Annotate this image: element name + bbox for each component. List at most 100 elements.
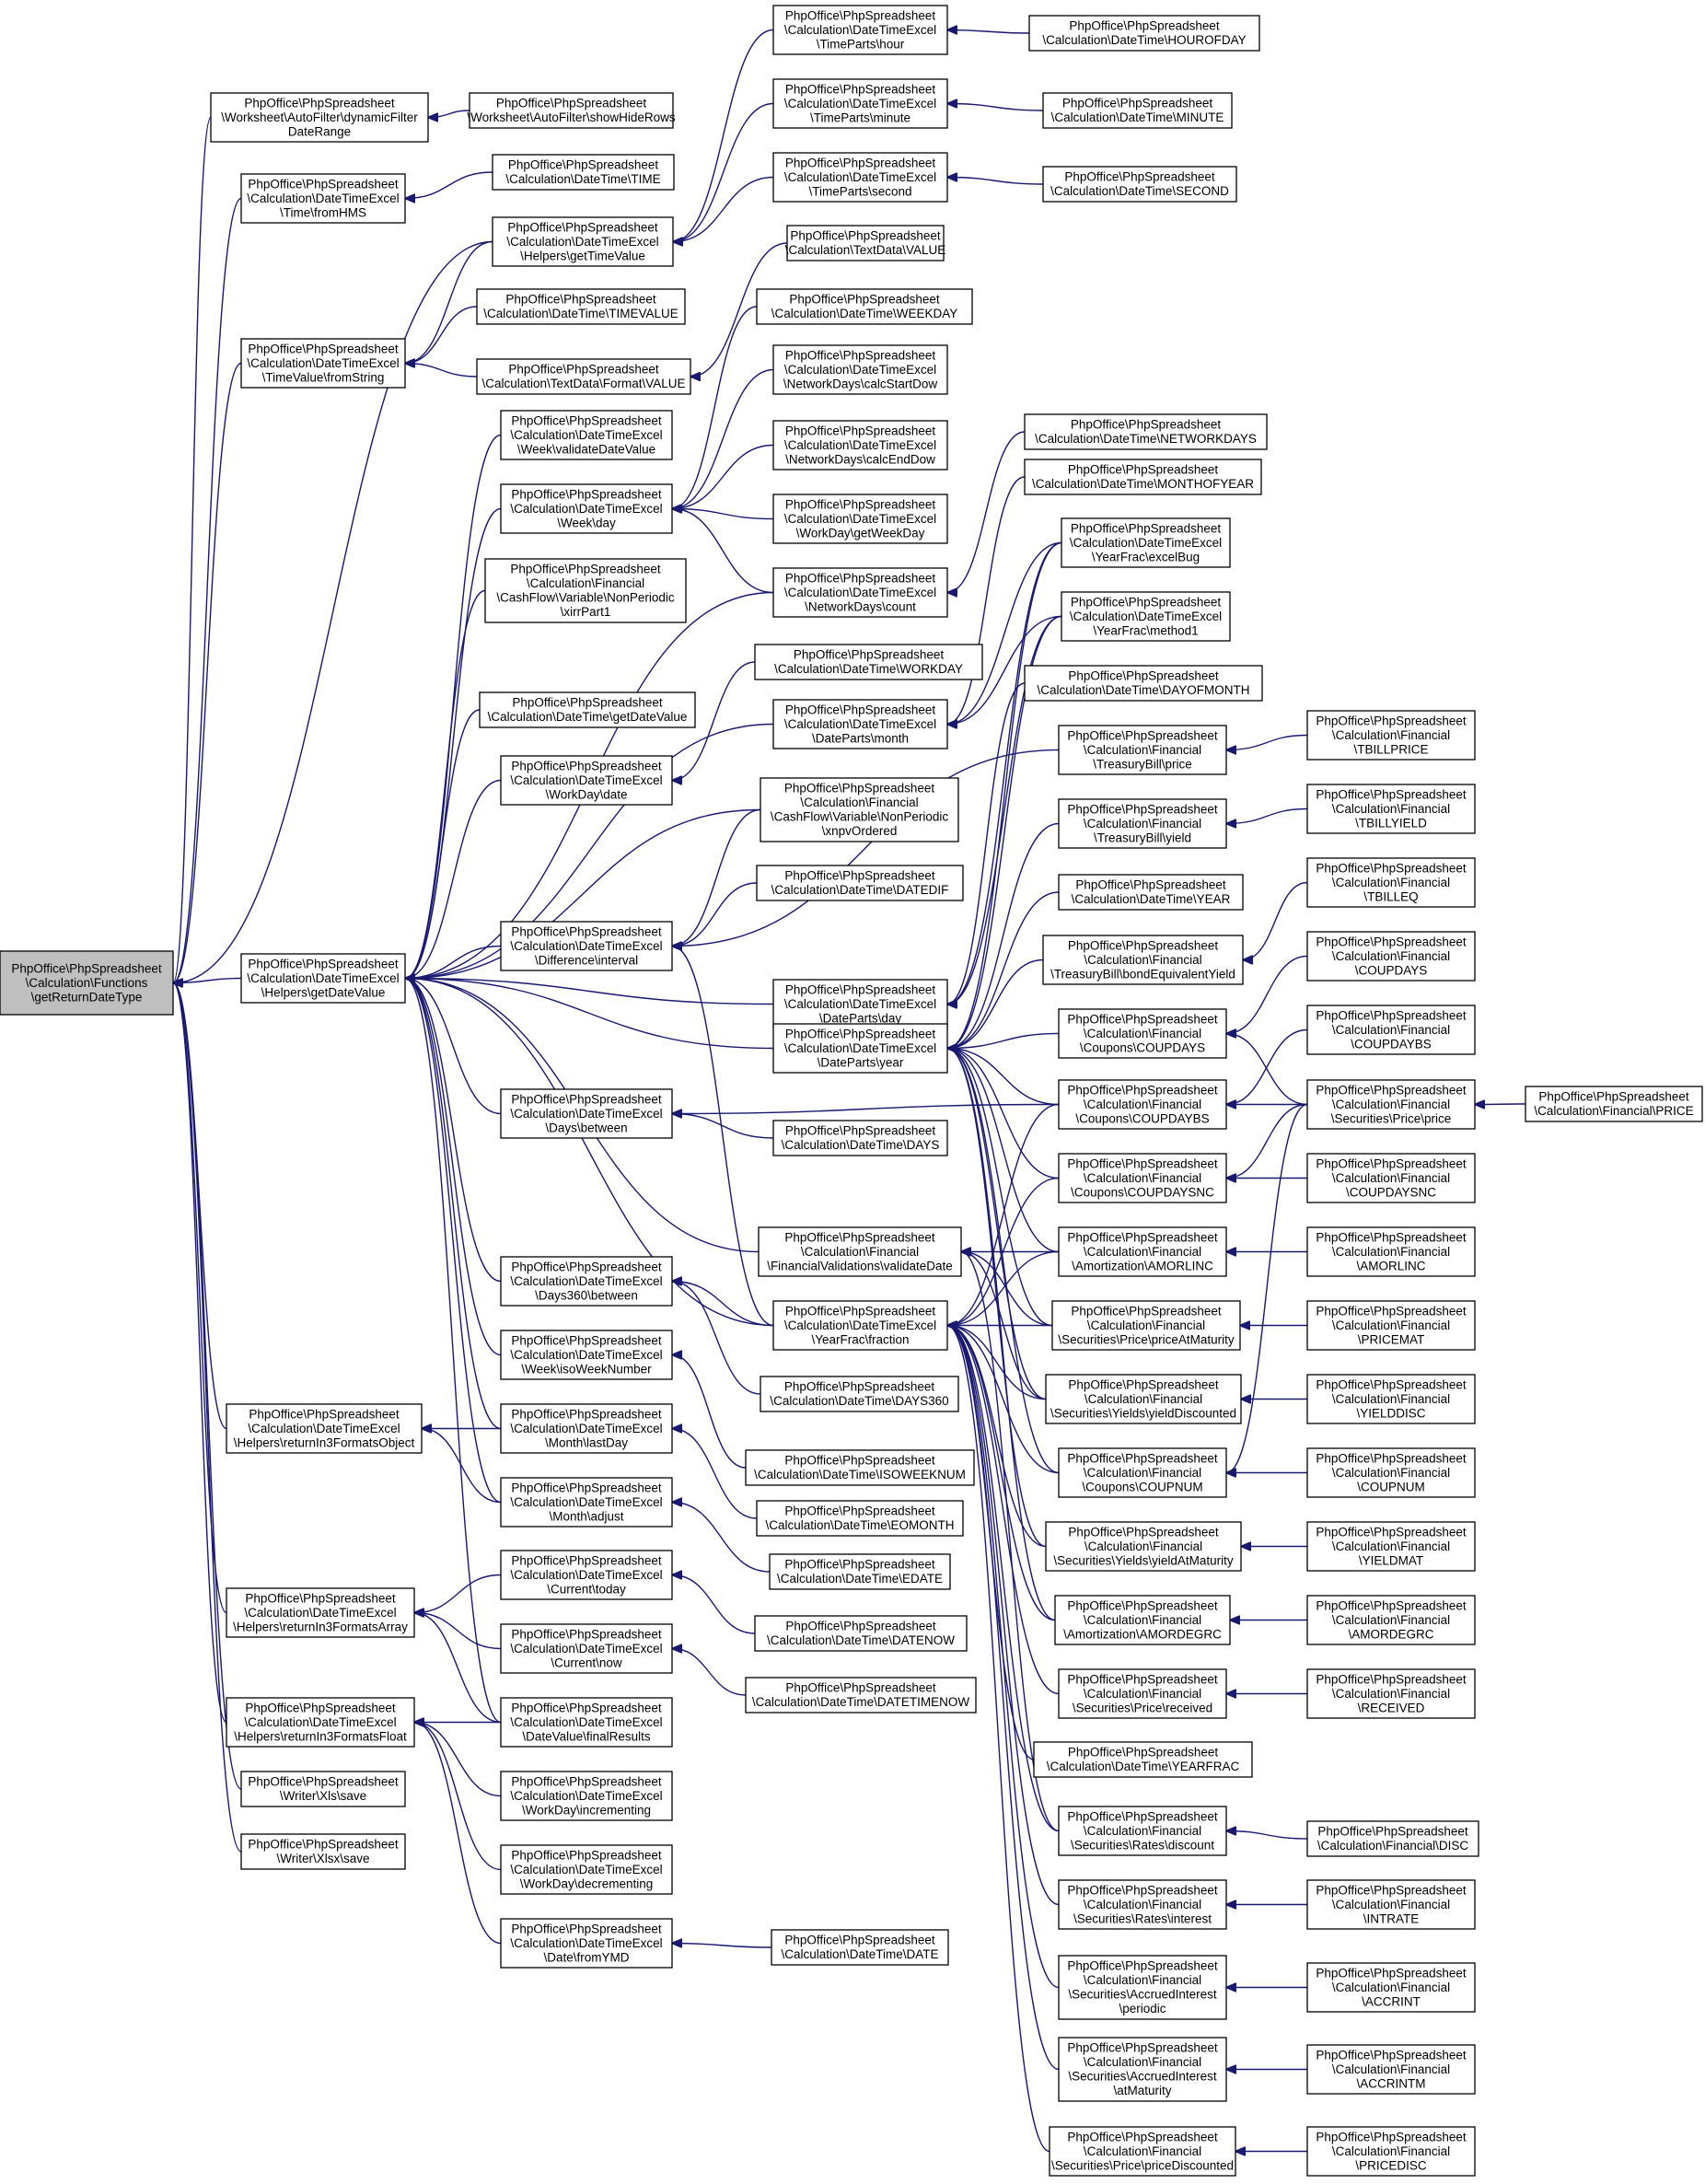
node-dayofmonth[interactable]: PhpOffice\PhpSpreadsheet\Calculation\Dat… [1024, 665, 1263, 702]
node-timevalue[interactable]: PhpOffice\PhpSpreadsheet\Calculation\Dat… [476, 288, 686, 325]
node-isoweeknum[interactable]: PhpOffice\PhpSpreadsheet\Calculation\Dat… [745, 1449, 975, 1486]
node-root[interactable]: PhpOffice\PhpSpreadsheet\Calculation\Fun… [0, 950, 174, 1016]
node-tbillyield[interactable]: PhpOffice\PhpSpreadsheet\Calculation\Fin… [1306, 784, 1476, 834]
node-eomonth[interactable]: PhpOffice\PhpSpreadsheet\Calculation\Dat… [756, 1500, 964, 1537]
node-sp-priceatmat[interactable]: PhpOffice\PhpSpreadsheet\Calculation\Fin… [1051, 1300, 1241, 1351]
node-amordegrc[interactable]: PhpOffice\PhpSpreadsheet\Calculation\Fin… [1306, 1595, 1476, 1645]
node-tbilleq[interactable]: PhpOffice\PhpSpreadsheet\Calculation\Fin… [1306, 857, 1476, 908]
node-showhide[interactable]: PhpOffice\PhpSpreadsheet\Worksheet\AutoF… [467, 92, 676, 129]
node-ret-float[interactable]: PhpOffice\PhpSpreadsheet\Calculation\Dat… [226, 1697, 415, 1748]
node-accrint[interactable]: PhpOffice\PhpSpreadsheet\Calculation\Fin… [1306, 1962, 1476, 2013]
node-datedif[interactable]: PhpOffice\PhpSpreadsheet\Calculation\Dat… [756, 865, 964, 901]
node-days-between[interactable]: PhpOffice\PhpSpreadsheet\Calculation\Dat… [500, 1088, 673, 1139]
node-nd-calcend[interactable]: PhpOffice\PhpSpreadsheet\Calculation\Dat… [772, 420, 948, 470]
node-datenow[interactable]: PhpOffice\PhpSpreadsheet\Calculation\Dat… [754, 1615, 968, 1652]
node-networkdays[interactable]: PhpOffice\PhpSpreadsheet\Calculation\Dat… [1024, 413, 1268, 450]
node-m-lastday[interactable]: PhpOffice\PhpSpreadsheet\Calculation\Dat… [500, 1403, 673, 1454]
node-d360-between[interactable]: PhpOffice\PhpSpreadsheet\Calculation\Dat… [500, 1256, 673, 1307]
node-tp-second[interactable]: PhpOffice\PhpSpreadsheet\Calculation\Dat… [772, 152, 948, 203]
node-nd-calcstart[interactable]: PhpOffice\PhpSpreadsheet\Calculation\Dat… [772, 344, 948, 395]
node-tp-minute[interactable]: PhpOffice\PhpSpreadsheet\Calculation\Dat… [772, 78, 948, 129]
node-cur-today[interactable]: PhpOffice\PhpSpreadsheet\Calculation\Dat… [500, 1550, 673, 1600]
node-workday[interactable]: PhpOffice\PhpSpreadsheet\Calculation\Dat… [754, 644, 983, 680]
node-coupdays[interactable]: PhpOffice\PhpSpreadsheet\Calculation\Fin… [1306, 931, 1476, 982]
node-received[interactable]: PhpOffice\PhpSpreadsheet\Calculation\Fin… [1306, 1668, 1476, 1719]
node-cp-coupdays[interactable]: PhpOffice\PhpSpreadsheet\Calculation\Fin… [1058, 1008, 1227, 1059]
node-dp-month[interactable]: PhpOffice\PhpSpreadsheet\Calculation\Dat… [772, 699, 948, 749]
node-coupnum[interactable]: PhpOffice\PhpSpreadsheet\Calculation\Fin… [1306, 1447, 1476, 1498]
node-ret-object[interactable]: PhpOffice\PhpSpreadsheet\Calculation\Dat… [226, 1403, 423, 1454]
node-fromhms[interactable]: PhpOffice\PhpSpreadsheet\Calculation\Dat… [240, 173, 406, 224]
node-tb-yield[interactable]: PhpOffice\PhpSpreadsheet\Calculation\Fin… [1058, 798, 1227, 849]
node-tb-bondeq[interactable]: PhpOffice\PhpSpreadsheet\Calculation\Fin… [1042, 935, 1244, 985]
node-time[interactable]: PhpOffice\PhpSpreadsheet\Calculation\Dat… [492, 154, 675, 191]
node-yearfrac[interactable]: PhpOffice\PhpSpreadsheet\Calculation\Dat… [1033, 1741, 1253, 1778]
node-am-amordegrc[interactable]: PhpOffice\PhpSpreadsheet\Calculation\Fin… [1054, 1595, 1231, 1645]
node-date[interactable]: PhpOffice\PhpSpreadsheet\Calculation\Dat… [771, 1929, 949, 1966]
node-fv-validatedate[interactable]: PhpOffice\PhpSpreadsheet\Calculation\Fin… [758, 1226, 962, 1277]
node-dp-year[interactable]: PhpOffice\PhpSpreadsheet\Calculation\Dat… [772, 1023, 948, 1074]
node-am-amorlinc[interactable]: PhpOffice\PhpSpreadsheet\Calculation\Fin… [1058, 1226, 1227, 1277]
node-gettimevalue[interactable]: PhpOffice\PhpSpreadsheet\Calculation\Dat… [492, 216, 674, 267]
node-hourofday[interactable]: PhpOffice\PhpSpreadsheet\Calculation\Dat… [1028, 15, 1260, 52]
node-yf-fraction[interactable]: PhpOffice\PhpSpreadsheet\Calculation\Dat… [772, 1300, 948, 1351]
node-edate[interactable]: PhpOffice\PhpSpreadsheet\Calculation\Dat… [769, 1553, 951, 1590]
node-tb-price[interactable]: PhpOffice\PhpSpreadsheet\Calculation\Fin… [1058, 725, 1227, 775]
node-datetimenow[interactable]: PhpOffice\PhpSpreadsheet\Calculation\Dat… [745, 1677, 977, 1714]
node-wk-validate[interactable]: PhpOffice\PhpSpreadsheet\Calculation\Dat… [500, 410, 673, 460]
node-cp-coupdaysnc[interactable]: PhpOffice\PhpSpreadsheet\Calculation\Fin… [1058, 1153, 1227, 1203]
node-yieldmat[interactable]: PhpOffice\PhpSpreadsheet\Calculation\Fin… [1306, 1521, 1476, 1572]
node-dp-day[interactable]: PhpOffice\PhpSpreadsheet\Calculation\Dat… [772, 979, 948, 1029]
node-getdatevalue[interactable]: PhpOffice\PhpSpreadsheet\Calculation\Dat… [240, 953, 406, 1004]
node-sp-received[interactable]: PhpOffice\PhpSpreadsheet\Calculation\Fin… [1058, 1668, 1227, 1719]
node-sy-yielddisc[interactable]: PhpOffice\PhpSpreadsheet\Calculation\Fin… [1045, 1374, 1242, 1424]
node-xlsx-save[interactable]: PhpOffice\PhpSpreadsheet\Writer\Xlsx\sav… [240, 1833, 406, 1870]
node-dt-getdatevalue[interactable]: PhpOffice\PhpSpreadsheet\Calculation\Dat… [479, 691, 696, 728]
node-fmt-value[interactable]: PhpOffice\PhpSpreadsheet\Calculation\Tex… [476, 358, 691, 395]
node-tbillprice[interactable]: PhpOffice\PhpSpreadsheet\Calculation\Fin… [1306, 710, 1476, 761]
node-xirrpart1[interactable]: PhpOffice\PhpSpreadsheet\Calculation\Fin… [484, 558, 687, 623]
node-wd-decr[interactable]: PhpOffice\PhpSpreadsheet\Calculation\Dat… [500, 1844, 673, 1895]
node-coupdaybs[interactable]: PhpOffice\PhpSpreadsheet\Calculation\Fin… [1306, 1005, 1476, 1055]
node-tp-hour[interactable]: PhpOffice\PhpSpreadsheet\Calculation\Dat… [772, 5, 948, 55]
node-sr-discount[interactable]: PhpOffice\PhpSpreadsheet\Calculation\Fin… [1058, 1806, 1227, 1856]
node-dv-final[interactable]: PhpOffice\PhpSpreadsheet\Calculation\Dat… [500, 1697, 673, 1748]
node-weekday[interactable]: PhpOffice\PhpSpreadsheet\Calculation\Dat… [756, 288, 973, 325]
node-accrintm[interactable]: PhpOffice\PhpSpreadsheet\Calculation\Fin… [1306, 2044, 1476, 2095]
node-days[interactable]: PhpOffice\PhpSpreadsheet\Calculation\Dat… [772, 1120, 948, 1156]
node-cur-now[interactable]: PhpOffice\PhpSpreadsheet\Calculation\Dat… [500, 1623, 673, 1674]
node-nd-count[interactable]: PhpOffice\PhpSpreadsheet\Calculation\Dat… [772, 567, 948, 618]
node-ai-atmat[interactable]: PhpOffice\PhpSpreadsheet\Calculation\Fin… [1058, 2037, 1227, 2102]
node-sp-pricedisc[interactable]: PhpOffice\PhpSpreadsheet\Calculation\Fin… [1049, 2126, 1236, 2177]
node-minute[interactable]: PhpOffice\PhpSpreadsheet\Calculation\Dat… [1042, 92, 1233, 129]
node-tv-fromstring[interactable]: PhpOffice\PhpSpreadsheet\Calculation\Dat… [240, 338, 406, 389]
node-value[interactable]: PhpOffice\PhpSpreadsheet\Calculation\Tex… [785, 225, 946, 261]
node-wk-day[interactable]: PhpOffice\PhpSpreadsheet\Calculation\Dat… [500, 483, 673, 534]
node-pricemat[interactable]: PhpOffice\PhpSpreadsheet\Calculation\Fin… [1306, 1300, 1476, 1351]
node-diff-interval[interactable]: PhpOffice\PhpSpreadsheet\Calculation\Dat… [500, 921, 673, 971]
node-dynfilter[interactable]: PhpOffice\PhpSpreadsheet\Worksheet\AutoF… [210, 92, 429, 143]
node-cp-coupdaybs[interactable]: PhpOffice\PhpSpreadsheet\Calculation\Fin… [1058, 1079, 1227, 1130]
node-pricedisc[interactable]: PhpOffice\PhpSpreadsheet\Calculation\Fin… [1306, 2126, 1476, 2177]
node-ret-array[interactable]: PhpOffice\PhpSpreadsheet\Calculation\Dat… [226, 1587, 415, 1638]
node-wd-date[interactable]: PhpOffice\PhpSpreadsheet\Calculation\Dat… [500, 755, 673, 806]
node-xnpvordered[interactable]: PhpOffice\PhpSpreadsheet\Calculation\Fin… [760, 777, 959, 842]
node-days360[interactable]: PhpOffice\PhpSpreadsheet\Calculation\Dat… [760, 1376, 959, 1412]
node-second[interactable]: PhpOffice\PhpSpreadsheet\Calculation\Dat… [1042, 166, 1237, 203]
node-wd-getweekday[interactable]: PhpOffice\PhpSpreadsheet\Calculation\Dat… [772, 494, 948, 544]
node-wk-isoweek[interactable]: PhpOffice\PhpSpreadsheet\Calculation\Dat… [500, 1330, 673, 1380]
node-cp-coupnum[interactable]: PhpOffice\PhpSpreadsheet\Calculation\Fin… [1058, 1447, 1227, 1498]
node-sy-yieldatmat[interactable]: PhpOffice\PhpSpreadsheet\Calculation\Fin… [1045, 1521, 1242, 1572]
node-wd-incr[interactable]: PhpOffice\PhpSpreadsheet\Calculation\Dat… [500, 1771, 673, 1821]
node-xls-save[interactable]: PhpOffice\PhpSpreadsheet\Writer\Xls\save [240, 1771, 406, 1807]
node-m-adjust[interactable]: PhpOffice\PhpSpreadsheet\Calculation\Dat… [500, 1477, 673, 1528]
node-sp-price[interactable]: PhpOffice\PhpSpreadsheet\Calculation\Fin… [1306, 1079, 1476, 1130]
node-disc[interactable]: PhpOffice\PhpSpreadsheet\Calculation\Fin… [1306, 1820, 1479, 1857]
node-yf-method1[interactable]: PhpOffice\PhpSpreadsheet\Calculation\Dat… [1061, 591, 1231, 642]
node-price[interactable]: PhpOffice\PhpSpreadsheet\Calculation\Fin… [1525, 1086, 1703, 1122]
node-intrate[interactable]: PhpOffice\PhpSpreadsheet\Calculation\Fin… [1306, 1879, 1476, 1930]
node-coupdaysnc[interactable]: PhpOffice\PhpSpreadsheet\Calculation\Fin… [1306, 1153, 1476, 1203]
node-yielddisc[interactable]: PhpOffice\PhpSpreadsheet\Calculation\Fin… [1306, 1374, 1476, 1424]
node-yf-excelbug[interactable]: PhpOffice\PhpSpreadsheet\Calculation\Dat… [1061, 517, 1231, 568]
node-amorlinc[interactable]: PhpOffice\PhpSpreadsheet\Calculation\Fin… [1306, 1226, 1476, 1277]
